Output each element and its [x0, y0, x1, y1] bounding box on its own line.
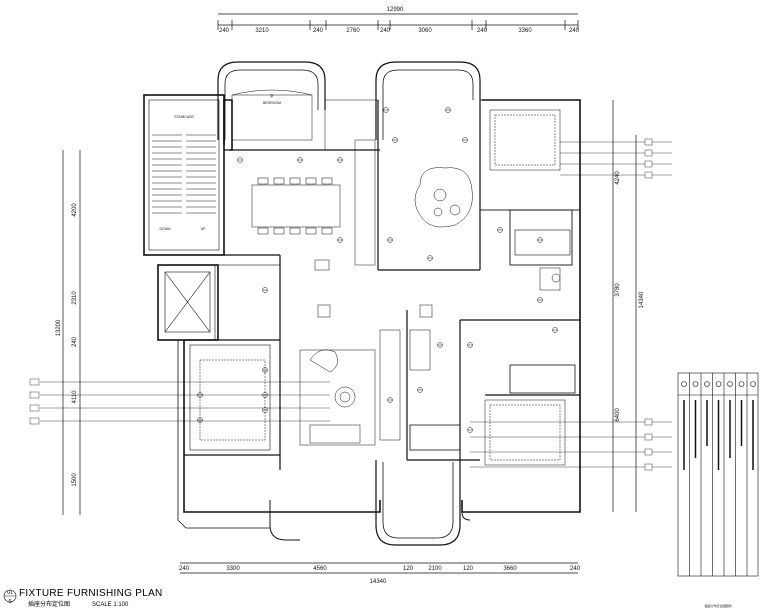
- top-segment-dim: 240: [313, 28, 324, 34]
- legend-note: 插座分布定位图图例: [704, 603, 731, 608]
- up-label: UP: [201, 227, 207, 231]
- dining-chair: [289, 227, 301, 235]
- bottom-segment-dim: 4560: [313, 566, 327, 572]
- left-segment-dim: 4200: [72, 203, 78, 217]
- plan-title: FIXTURE FURNISHING PLAN: [19, 588, 163, 599]
- leader-tag: [644, 149, 653, 157]
- right-total-dim: 14340: [639, 291, 645, 308]
- leader-tag: [644, 448, 653, 456]
- left-total-dim: 13200: [56, 319, 62, 336]
- right-segment-dim: 6400: [615, 408, 621, 422]
- top-segment-dim: 240: [219, 28, 230, 34]
- plan-title-cn: 插座分布定位图: [28, 600, 70, 608]
- top-segment-dim: 3210: [255, 28, 269, 34]
- bottom-segment-dim: 240: [179, 566, 190, 572]
- top-segment-dim: 2760: [346, 28, 360, 34]
- bottom-segment-dim: 3660: [503, 566, 517, 572]
- left-segment-dim: 2310: [72, 291, 78, 305]
- down-label: DOWN: [159, 227, 171, 231]
- top-room-sublabel: BEDROOM: [263, 101, 281, 105]
- legend-symbol: [715, 381, 722, 387]
- legend-symbol: [704, 381, 710, 387]
- left-segment-dim: 4110: [72, 390, 78, 404]
- leader-tag: [644, 138, 653, 146]
- bottom-segment-dim: 3300: [226, 566, 240, 572]
- dining-chair: [273, 177, 285, 185]
- leader-tag: [644, 433, 653, 441]
- dining-chair: [257, 227, 269, 235]
- left-dimension-chain: [62, 150, 81, 515]
- bottom-segment-dim: 240: [570, 566, 581, 572]
- dining-chair: [273, 227, 285, 235]
- top-room-label: 卧: [270, 93, 274, 98]
- left-segment-dim: 1500: [72, 473, 78, 487]
- left-segment-dim: 240: [72, 336, 78, 347]
- interior-walls: [184, 99, 581, 470]
- bottom-segment-dim: 2100: [428, 566, 442, 572]
- bottom-segment-dim: 120: [403, 566, 414, 572]
- leader-tag: [29, 391, 40, 399]
- leader-tag: [644, 160, 653, 168]
- legend-symbol: [738, 381, 745, 387]
- dining-chair: [289, 177, 301, 185]
- leader-tag: [644, 463, 653, 471]
- bottom-total-dim: 14340: [370, 579, 387, 585]
- leader-tag: [29, 417, 40, 425]
- drawing-number: 01: [7, 590, 13, 596]
- top-segment-dim: 3060: [418, 28, 432, 34]
- legend-symbol: [750, 381, 756, 387]
- dining-chair: [321, 227, 333, 235]
- right-segment-dim: 4240: [615, 171, 621, 185]
- top-segment-dim: 240: [380, 28, 391, 34]
- leader-lines: [40, 141, 645, 468]
- leader-tag: [644, 418, 653, 426]
- leader-tag: [29, 404, 40, 412]
- sheet-number: S: [8, 599, 12, 605]
- legend-symbol: [727, 381, 733, 387]
- right-segment-dim: 3780: [615, 283, 621, 297]
- legend-symbol: [681, 381, 687, 387]
- bottom-segment-dim: 120: [463, 566, 474, 572]
- dining-chair: [305, 177, 317, 185]
- dining-chair: [257, 177, 269, 185]
- top-total-dim: 12990: [387, 7, 404, 13]
- dining-chair: [305, 227, 317, 235]
- legend-table: [677, 372, 759, 577]
- legend-symbol: [692, 381, 699, 387]
- leader-tag: [29, 378, 40, 386]
- top-segment-dim: 240: [569, 28, 580, 34]
- dining-chair: [321, 177, 333, 185]
- top-segment-dim: 240: [477, 28, 488, 34]
- staircase-label: STAIRCASE: [174, 115, 194, 119]
- outer-walls: [143, 61, 581, 546]
- leader-tag: [644, 171, 653, 179]
- scale-label: SCALE 1:100: [92, 602, 129, 608]
- top-dimension-chain: [217, 13, 579, 30]
- right-dimension-chain: [612, 100, 637, 512]
- top-segment-dim: 3360: [518, 28, 532, 34]
- title-block: [3, 589, 17, 603]
- furniture: [152, 89, 566, 466]
- bottom-dimension-chain: [180, 562, 578, 574]
